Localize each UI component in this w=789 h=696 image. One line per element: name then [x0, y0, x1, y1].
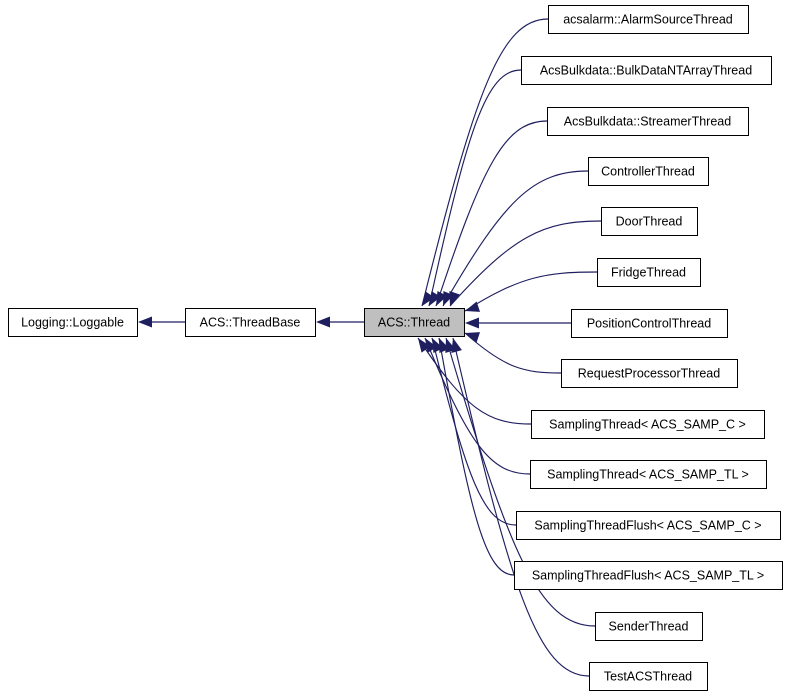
class-node-positioncontrolthread[interactable]: PositionControlThread	[571, 309, 728, 338]
inheritance-arrow-positioncontrolthread	[465, 317, 479, 329]
class-node-box	[601, 207, 698, 236]
class-node-samplingthreadflush-acs-samp-c[interactable]: SamplingThreadFlush< ACS_SAMP_C >	[516, 511, 781, 540]
class-node-box	[561, 359, 738, 388]
inheritance-edge-doorthread	[449, 220, 602, 307]
inheritance-edge-acsalarm-alarmsourcethread	[421, 18, 549, 307]
class-node-fridgethread[interactable]: FridgeThread	[597, 258, 701, 287]
class-node-label: RequestProcessorThread	[578, 366, 720, 380]
class-node-box	[548, 5, 749, 34]
class-node-box	[547, 107, 749, 136]
inheritance-arrow-acsalarm-alarmsourcethread	[422, 291, 435, 306]
class-node-box	[595, 612, 703, 641]
class-node-box	[588, 157, 709, 186]
class-node-label: SenderThread	[609, 619, 689, 633]
class-node-label: SamplingThreadFlush< ACS_SAMP_C >	[534, 518, 761, 532]
edges-layer	[138, 18, 602, 677]
inheritance-arrow-fridgethread	[465, 301, 481, 312]
class-node-label: DoorThread	[616, 214, 683, 228]
class-node-box	[516, 511, 781, 540]
class-node-label: FridgeThread	[611, 265, 686, 279]
inheritance-arrow-testacsthread	[451, 338, 462, 353]
class-node-logging-loggable[interactable]: Logging::Loggable	[8, 308, 138, 337]
class-node-label: AcsBulkdata::StreamerThread	[564, 114, 731, 128]
class-node-acsbulkdata-bulkdatantarraythread[interactable]: AcsBulkdata::BulkDataNTArrayThread	[521, 56, 772, 85]
class-node-acs-thread[interactable]: ACS::Thread	[364, 308, 465, 337]
class-node-box	[8, 308, 138, 337]
inheritance-arrow-loggable	[138, 316, 152, 328]
class-node-label: SamplingThread< ACS_SAMP_C >	[549, 417, 746, 431]
class-node-box	[521, 56, 772, 85]
inheritance-arrow-requestprocessorthread	[465, 332, 481, 343]
inheritance-edge-acsbulkdata-streamerthread	[435, 120, 548, 307]
class-node-box	[597, 258, 701, 287]
inheritance-edge-fridgethread	[464, 271, 598, 312]
inheritance-edge-acsbulkdata-bulkdatantarraythread	[428, 69, 522, 307]
class-node-label: ACS::ThreadBase	[200, 315, 301, 329]
class-node-label: Logging::Loggable	[21, 315, 124, 329]
class-node-box	[514, 561, 783, 590]
inheritance-edge-requestprocessorthread	[464, 332, 562, 374]
inheritance-arrow-doorthread	[449, 290, 460, 306]
class-node-acsbulkdata-streamerthread[interactable]: AcsBulkdata::StreamerThread	[547, 107, 749, 136]
class-node-samplingthread-acs-samp-tl[interactable]: SamplingThread< ACS_SAMP_TL >	[530, 460, 767, 489]
inheritance-edge-samplingthreadflush-acs-samp-tl	[438, 337, 515, 576]
class-node-box	[589, 662, 708, 691]
class-node-doorthread[interactable]: DoorThread	[601, 207, 698, 236]
nodes-layer: Logging::Loggable ACS::ThreadBase ACS::Thr…	[8, 5, 783, 691]
inheritance-edge-samplingthread-acs-samp-c	[417, 337, 532, 425]
class-node-label: acsalarm::AlarmSourceThread	[563, 12, 733, 26]
inheritance-edge-samplingthreadflush-acs-samp-c	[431, 337, 517, 526]
class-node-label: AcsBulkdata::BulkDataNTArrayThread	[540, 63, 752, 77]
class-node-label: SamplingThread< ACS_SAMP_TL >	[547, 467, 749, 481]
class-node-box	[530, 460, 767, 489]
class-node-box	[531, 410, 765, 439]
class-node-senderthread[interactable]: SenderThread	[595, 612, 703, 641]
inheritance-edge-samplingthread-acs-samp-tl	[424, 337, 531, 475]
class-node-requestprocessorthread[interactable]: RequestProcessorThread	[561, 359, 738, 388]
class-node-box	[185, 308, 316, 337]
class-node-label: ControllerThread	[601, 164, 695, 178]
class-node-label: TestACSThread	[604, 669, 692, 683]
class-node-acs-threadbase[interactable]: ACS::ThreadBase	[185, 308, 316, 337]
class-node-testacsthread[interactable]: TestACSThread	[589, 662, 708, 691]
inheritance-arrow-samplingthread-acs-samp-tl	[425, 338, 437, 353]
class-node-label: ACS::Thread	[378, 315, 450, 329]
class-node-box	[364, 308, 465, 337]
class-node-box	[571, 309, 728, 338]
class-node-label: PositionControlThread	[587, 316, 711, 330]
class-node-controllerthread[interactable]: ControllerThread	[588, 157, 709, 186]
class-node-samplingthread-acs-samp-c[interactable]: SamplingThread< ACS_SAMP_C >	[531, 410, 765, 439]
class-node-samplingthreadflush-acs-samp-tl[interactable]: SamplingThreadFlush< ACS_SAMP_TL >	[514, 561, 783, 590]
inheritance-arrow-samplingthread-acs-samp-c	[418, 338, 431, 353]
inheritance-arrow-acsbulkdata-bulkdatantarraythread	[429, 291, 441, 306]
inheritance-edge-controllerthread	[442, 170, 589, 307]
class-node-label: SamplingThreadFlush< ACS_SAMP_TL >	[532, 568, 764, 582]
class-node-acsalarm-alarmsourcethread[interactable]: acsalarm::AlarmSourceThread	[548, 5, 749, 34]
inheritance-arrow-threadbase	[316, 316, 330, 328]
inheritance-edge-testacsthread	[452, 337, 590, 677]
